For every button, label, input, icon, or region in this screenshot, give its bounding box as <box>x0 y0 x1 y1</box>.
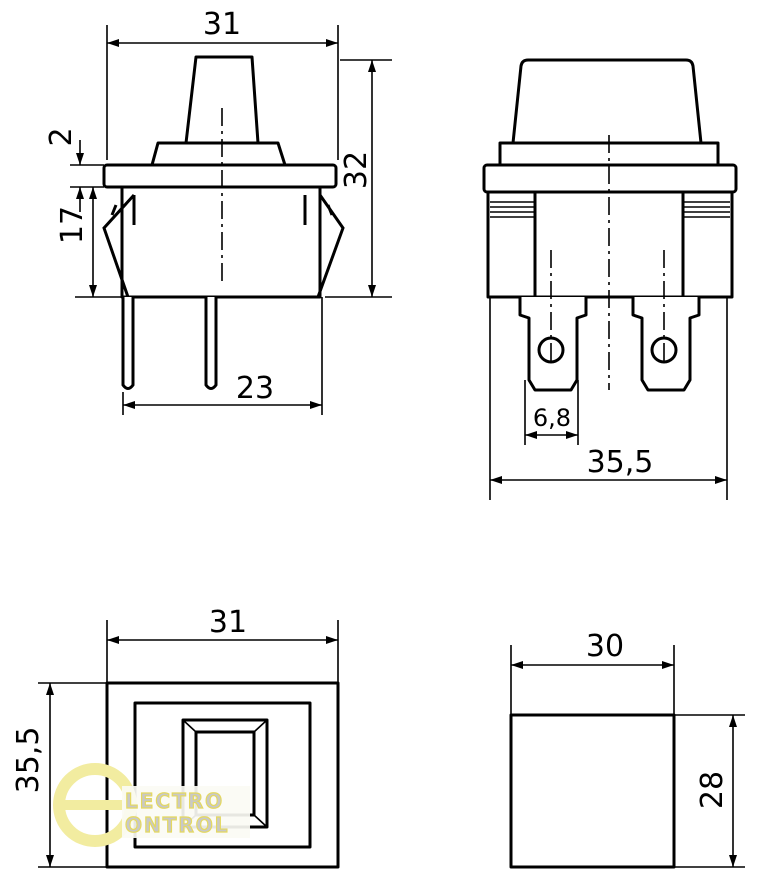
flange <box>482 163 738 194</box>
terminal-left <box>518 297 588 392</box>
pin-left <box>121 297 135 390</box>
collar <box>150 141 287 167</box>
logo-line2: ONTROL <box>125 813 230 837</box>
cap <box>511 58 703 145</box>
side-height-label: 32 <box>339 151 374 189</box>
cutout-height-label: 28 <box>695 771 730 809</box>
side-flange-label: 2 <box>44 127 79 146</box>
front-height-label: 35,5 <box>11 727 46 794</box>
body <box>120 185 322 299</box>
pin-middle <box>204 297 218 390</box>
body <box>486 190 734 299</box>
front-width-label: 31 <box>209 605 247 640</box>
front-view: 31 35,5 <box>11 605 340 869</box>
side-view: 31 32 2 17 23 <box>44 7 392 415</box>
cutout-view: 30 28 <box>509 629 745 869</box>
rear-width-label: 35,5 <box>587 445 654 480</box>
terminal-right <box>631 297 701 392</box>
side-width-label: 31 <box>203 7 241 42</box>
rear-view: 6,8 35,5 <box>482 58 738 500</box>
panel-cutout <box>509 713 676 869</box>
rocker-button <box>184 55 260 145</box>
electrocontrol-logo: LECTRO ONTROL <box>53 763 250 847</box>
rear-terminal-label: 6,8 <box>533 404 571 432</box>
flange <box>102 163 338 189</box>
side-body-label: 17 <box>55 206 90 244</box>
side-pins-label: 23 <box>236 371 274 406</box>
logo-line1: LECTRO <box>125 789 224 813</box>
cutout-width-label: 30 <box>586 629 624 664</box>
